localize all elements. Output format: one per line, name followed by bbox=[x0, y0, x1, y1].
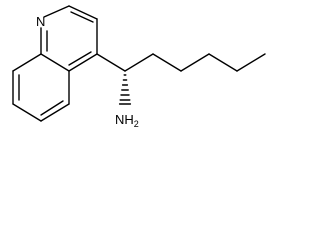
molecule-drawing: N NH2 bbox=[12, 5, 266, 129]
bond-c8a-c8 bbox=[12, 53, 42, 72]
bond-c3-c4-chain bbox=[208, 53, 238, 72]
bond-c6-c5-inner bbox=[40, 100, 64, 116]
side-chain bbox=[96, 53, 266, 72]
bond-c1-c2 bbox=[152, 53, 182, 72]
pyridine-ring bbox=[40, 5, 98, 72]
amine-label-main: NH bbox=[115, 112, 134, 127]
bond-c4-c4a-inner bbox=[68, 51, 92, 66]
bond-c2-c3-inner bbox=[70, 11, 94, 23]
benzene-ring bbox=[12, 53, 70, 122]
bond-c6-c5 bbox=[40, 103, 70, 122]
ring-nitrogen-label: N bbox=[36, 14, 45, 29]
hashed-wedge-bond bbox=[118, 74, 132, 105]
bond-c4-calpha bbox=[96, 53, 126, 72]
amine-label-subscript: 2 bbox=[134, 119, 139, 129]
bond-calpha-c1 bbox=[124, 53, 154, 72]
amine-label: NH2 bbox=[115, 112, 139, 129]
bond-c4a-c8a bbox=[40, 53, 70, 72]
bond-c4-c4a bbox=[68, 53, 98, 72]
bond-c2-c3 bbox=[68, 5, 98, 20]
structure-canvas: N NH2 bbox=[12, 5, 266, 129]
bond-n1-c2 bbox=[43, 5, 70, 18]
bond-c4-c5-chain bbox=[236, 53, 266, 72]
bond-c7-c6 bbox=[12, 103, 42, 122]
bond-c2-c3-chain bbox=[180, 53, 210, 72]
